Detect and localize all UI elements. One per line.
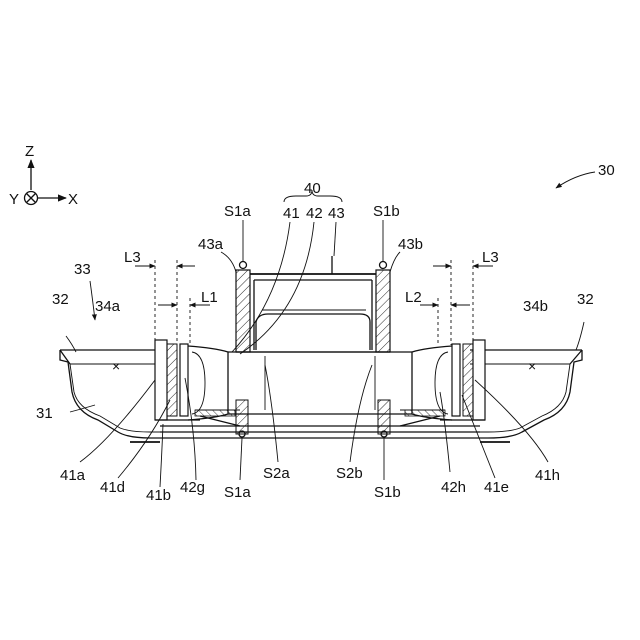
label-41e: 41e: [484, 479, 509, 496]
tray-31: × ×: [60, 350, 582, 442]
label-43: 43: [328, 205, 345, 222]
label-s1b-top: S1b: [373, 203, 400, 220]
label-s2b: S2b: [336, 465, 363, 482]
label-33: 33: [74, 261, 91, 278]
label-s1b-bottom: S1b: [374, 484, 401, 501]
label-42h: 42h: [441, 479, 466, 496]
label-s1a-bottom: S1a: [224, 484, 251, 501]
label-41a: 41a: [60, 467, 86, 484]
label-31: 31: [36, 405, 53, 422]
label-43b: 43b: [398, 236, 423, 253]
label-l2: L2: [405, 289, 422, 306]
axis-z-label: Z: [25, 143, 34, 160]
svg-text:×: ×: [528, 358, 536, 374]
label-41d: 41d: [100, 479, 125, 496]
svg-text:×: ×: [112, 358, 120, 374]
label-s1a-top: S1a: [224, 203, 251, 220]
label-41b: 41b: [146, 487, 171, 504]
axis-y-label: Y: [9, 191, 19, 208]
label-30: 30: [598, 162, 615, 179]
label-l1: L1: [201, 289, 218, 306]
label-41: 41: [283, 205, 300, 222]
label-40: 40: [304, 180, 321, 197]
housing-43: [236, 256, 390, 352]
dimension-lines: [135, 260, 493, 345]
label-42g: 42g: [180, 479, 205, 496]
reference-labels: 30 40 41 42 43 S1a S1b 43a 43b 33 L3 L3 …: [36, 162, 615, 504]
base-structure: [160, 410, 480, 432]
label-41h: 41h: [535, 467, 560, 484]
label-43a: 43a: [198, 236, 224, 253]
label-34b: 34b: [523, 298, 548, 315]
label-l3-right: L3: [482, 249, 499, 266]
label-42: 42: [306, 205, 323, 222]
label-s2a: S2a: [263, 465, 290, 482]
label-l3-left: L3: [124, 249, 141, 266]
label-32-right: 32: [577, 291, 594, 308]
label-32-left: 32: [52, 291, 69, 308]
axis-x-label: X: [68, 191, 78, 208]
label-34a: 34a: [95, 298, 121, 315]
axis-indicator: Z Y X: [9, 143, 78, 208]
